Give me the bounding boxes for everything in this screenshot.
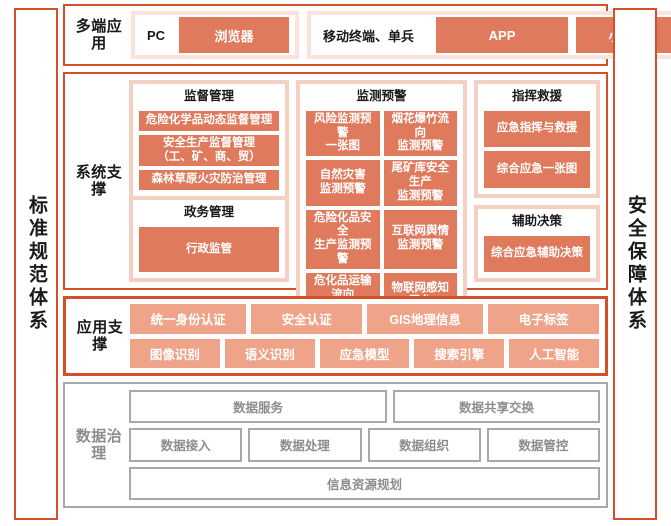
card-monitoring-warning: 监测预警 风险监测预警 一张图 烟花爆竹流向 监测预警 自然灾害 监测预警 尾矿… [300,84,463,325]
multi-terminal-groups: PC 浏览器 移动终端、单兵 APP 小程序 [131,11,671,59]
card-title-command-rescue: 指挥救援 [511,89,562,103]
left-vertical-bar-label: 标准规范体系 [25,195,47,333]
app-tile-security-authentication[interactable]: 安全认证 [251,304,362,334]
data-tile-information-resource-planning[interactable]: 信息资源规划 [129,466,600,500]
app-tile-semantic-recognition[interactable]: 语义识别 [224,338,315,368]
app-tile-electronic-tag[interactable]: 电子标签 [488,304,599,334]
multi-terminal-group-pc-inner: PC 浏览器 [135,15,295,55]
app-tile-emergency-model[interactable]: 应急模型 [319,338,410,368]
supervision-wrapper: 监督管理 危险化学品动态监督管理 安全生产监督管理 （工、矿、商、贸） 森林草原… [129,80,289,283]
app-tile-gis[interactable]: GIS地理信息 [367,304,484,334]
multi-terminal-mobile-label: 移动终端、单兵 [323,28,415,44]
app-tile-image-recognition[interactable]: 图像识别 [130,338,220,368]
band-data-governance: 数据治理 数据服务 数据共享交换 数据接入 数据处理 数据组织 数据管控 信息资… [63,382,608,508]
tile-administrative-supervision[interactable]: 行政监管 [139,227,279,273]
tile-comprehensive-emergency-decision-support[interactable]: 综合应急辅助决策 [484,235,590,272]
application-support-rows: 统一身份认证 安全认证 GIS地理信息 电子标签 图像识别 语义识别 应急模型 … [130,304,599,368]
card-government-affairs: 政务管理 行政监管 [133,200,285,279]
command-rescue-wrapper: 指挥救援 应急指挥与救援 综合应急一张图 [474,80,600,198]
multi-terminal-chip-browser[interactable]: 浏览器 [179,17,289,53]
center-stack: 多端应用 PC 浏览器 移动终端、单兵 APP 小程序 [63,4,671,524]
card-title-monitoring-warning: 监测预警 [356,89,407,103]
card-title-supervision-management: 监督管理 [183,89,234,103]
data-governance-row-3: 信息资源规划 [129,466,600,500]
application-support-row-1: 统一身份认证 安全认证 GIS地理信息 电子标签 [130,304,599,334]
tile-forest-grassland-fire[interactable]: 森林草原火灾防治管理 [139,170,279,191]
app-tile-unified-identity[interactable]: 统一身份认证 [130,304,247,334]
system-support-column-monitoring: 监测预警 风险监测预警 一张图 烟花爆竹流向 监测预警 自然灾害 监测预警 尾矿… [296,80,467,329]
data-tile-data-organization[interactable]: 数据组织 [367,428,481,462]
tile-tailings-reservoir-monitoring[interactable]: 尾矿库安全生产 监测预警 [383,160,457,206]
tile-emergency-command-rescue[interactable]: 应急指挥与救援 [484,110,590,148]
monitoring-wrapper: 监测预警 风险监测预警 一张图 烟花爆竹流向 监测预警 自然灾害 监测预警 尾矿… [296,80,467,329]
system-support-column-supervision: 监督管理 危险化学品动态监督管理 安全生产监督管理 （工、矿、商、贸） 森林草原… [129,80,289,283]
data-tile-data-processing[interactable]: 数据处理 [248,428,362,462]
tile-hazardous-chemicals-production-monitoring[interactable]: 危险化品安全 生产监测预警 [306,209,380,269]
band-data-governance-label: 数据治理 [75,427,123,462]
system-support-column-command: 指挥救援 应急指挥与救援 综合应急一张图 辅助决策 综合应急辅助决策 [474,80,600,282]
band-system-support: 系统支撑 监督管理 危险化学品动态监督管理 安全生产监督管理 （工、矿、商、贸）… [63,72,608,329]
tile-natural-disaster-monitoring[interactable]: 自然灾害 监测预警 [306,160,380,206]
card-decision-support: 辅助决策 综合应急辅助决策 [478,209,596,278]
band-application-support-label: 应用支撑 [76,318,124,353]
tile-fireworks-flow-monitoring[interactable]: 烟花爆竹流向 监测预警 [383,110,457,157]
tile-internet-public-opinion-monitoring[interactable]: 互联网舆情 监测预警 [383,209,457,269]
app-tile-artificial-intelligence[interactable]: 人工智能 [509,338,599,368]
right-vertical-bar-security: 安全保障体系 [613,8,657,520]
data-tile-data-sharing-exchange[interactable]: 数据共享交换 [392,390,600,424]
system-support-columns: 监督管理 危险化学品动态监督管理 安全生产监督管理 （工、矿、商、贸） 森林草原… [129,80,600,329]
band-application-support: 应用支撑 统一身份认证 安全认证 GIS地理信息 电子标签 图像识别 语义识别 … [63,296,608,376]
card-title-government-affairs: 政务管理 [183,205,234,220]
data-tile-data-control[interactable]: 数据管控 [486,428,600,462]
right-vertical-bar-label: 安全保障体系 [624,195,646,333]
data-tile-data-access[interactable]: 数据接入 [129,428,243,462]
left-vertical-bar-standards: 标准规范体系 [14,8,58,520]
data-governance-row-2: 数据接入 数据处理 数据组织 数据管控 [129,428,600,462]
multi-terminal-group-pc: PC 浏览器 [131,11,299,59]
band-multi-terminal-label: 多端应用 [75,17,123,52]
card-command-rescue: 指挥救援 应急指挥与救援 综合应急一张图 [478,84,596,194]
app-tile-search-engine[interactable]: 搜索引擎 [414,338,505,368]
tile-hazardous-chemicals-dynamic[interactable]: 危险化学品动态监督管理 [139,110,279,131]
multi-terminal-pc-label: PC [147,27,166,43]
multi-terminal-chip-app[interactable]: APP [436,17,569,53]
band-system-support-label: 系统支撑 [75,163,123,198]
band-multi-terminal: 多端应用 PC 浏览器 移动终端、单兵 APP 小程序 [63,4,671,66]
data-tile-data-service[interactable]: 数据服务 [129,390,387,424]
data-governance-row-1: 数据服务 数据共享交换 [129,390,600,424]
data-governance-rows: 数据服务 数据共享交换 数据接入 数据处理 数据组织 数据管控 信息资源规划 [129,390,600,500]
application-support-row-2: 图像识别 语义识别 应急模型 搜索引擎 人工智能 [130,338,599,368]
decision-support-wrapper: 辅助决策 综合应急辅助决策 [474,205,600,282]
tile-comprehensive-emergency-map[interactable]: 综合应急一张图 [484,151,590,188]
tile-risk-monitoring-map[interactable]: 风险监测预警 一张图 [306,110,380,157]
monitoring-tile-grid: 风险监测预警 一张图 烟花爆竹流向 监测预警 自然灾害 监测预警 尾矿库安全生产… [306,110,457,319]
card-supervision-management: 监督管理 危险化学品动态监督管理 安全生产监督管理 （工、矿、商、贸） 森林草原… [133,84,285,197]
card-title-decision-support: 辅助决策 [511,214,562,228]
tile-work-safety-supervision[interactable]: 安全生产监督管理 （工、矿、商、贸） [139,134,279,167]
